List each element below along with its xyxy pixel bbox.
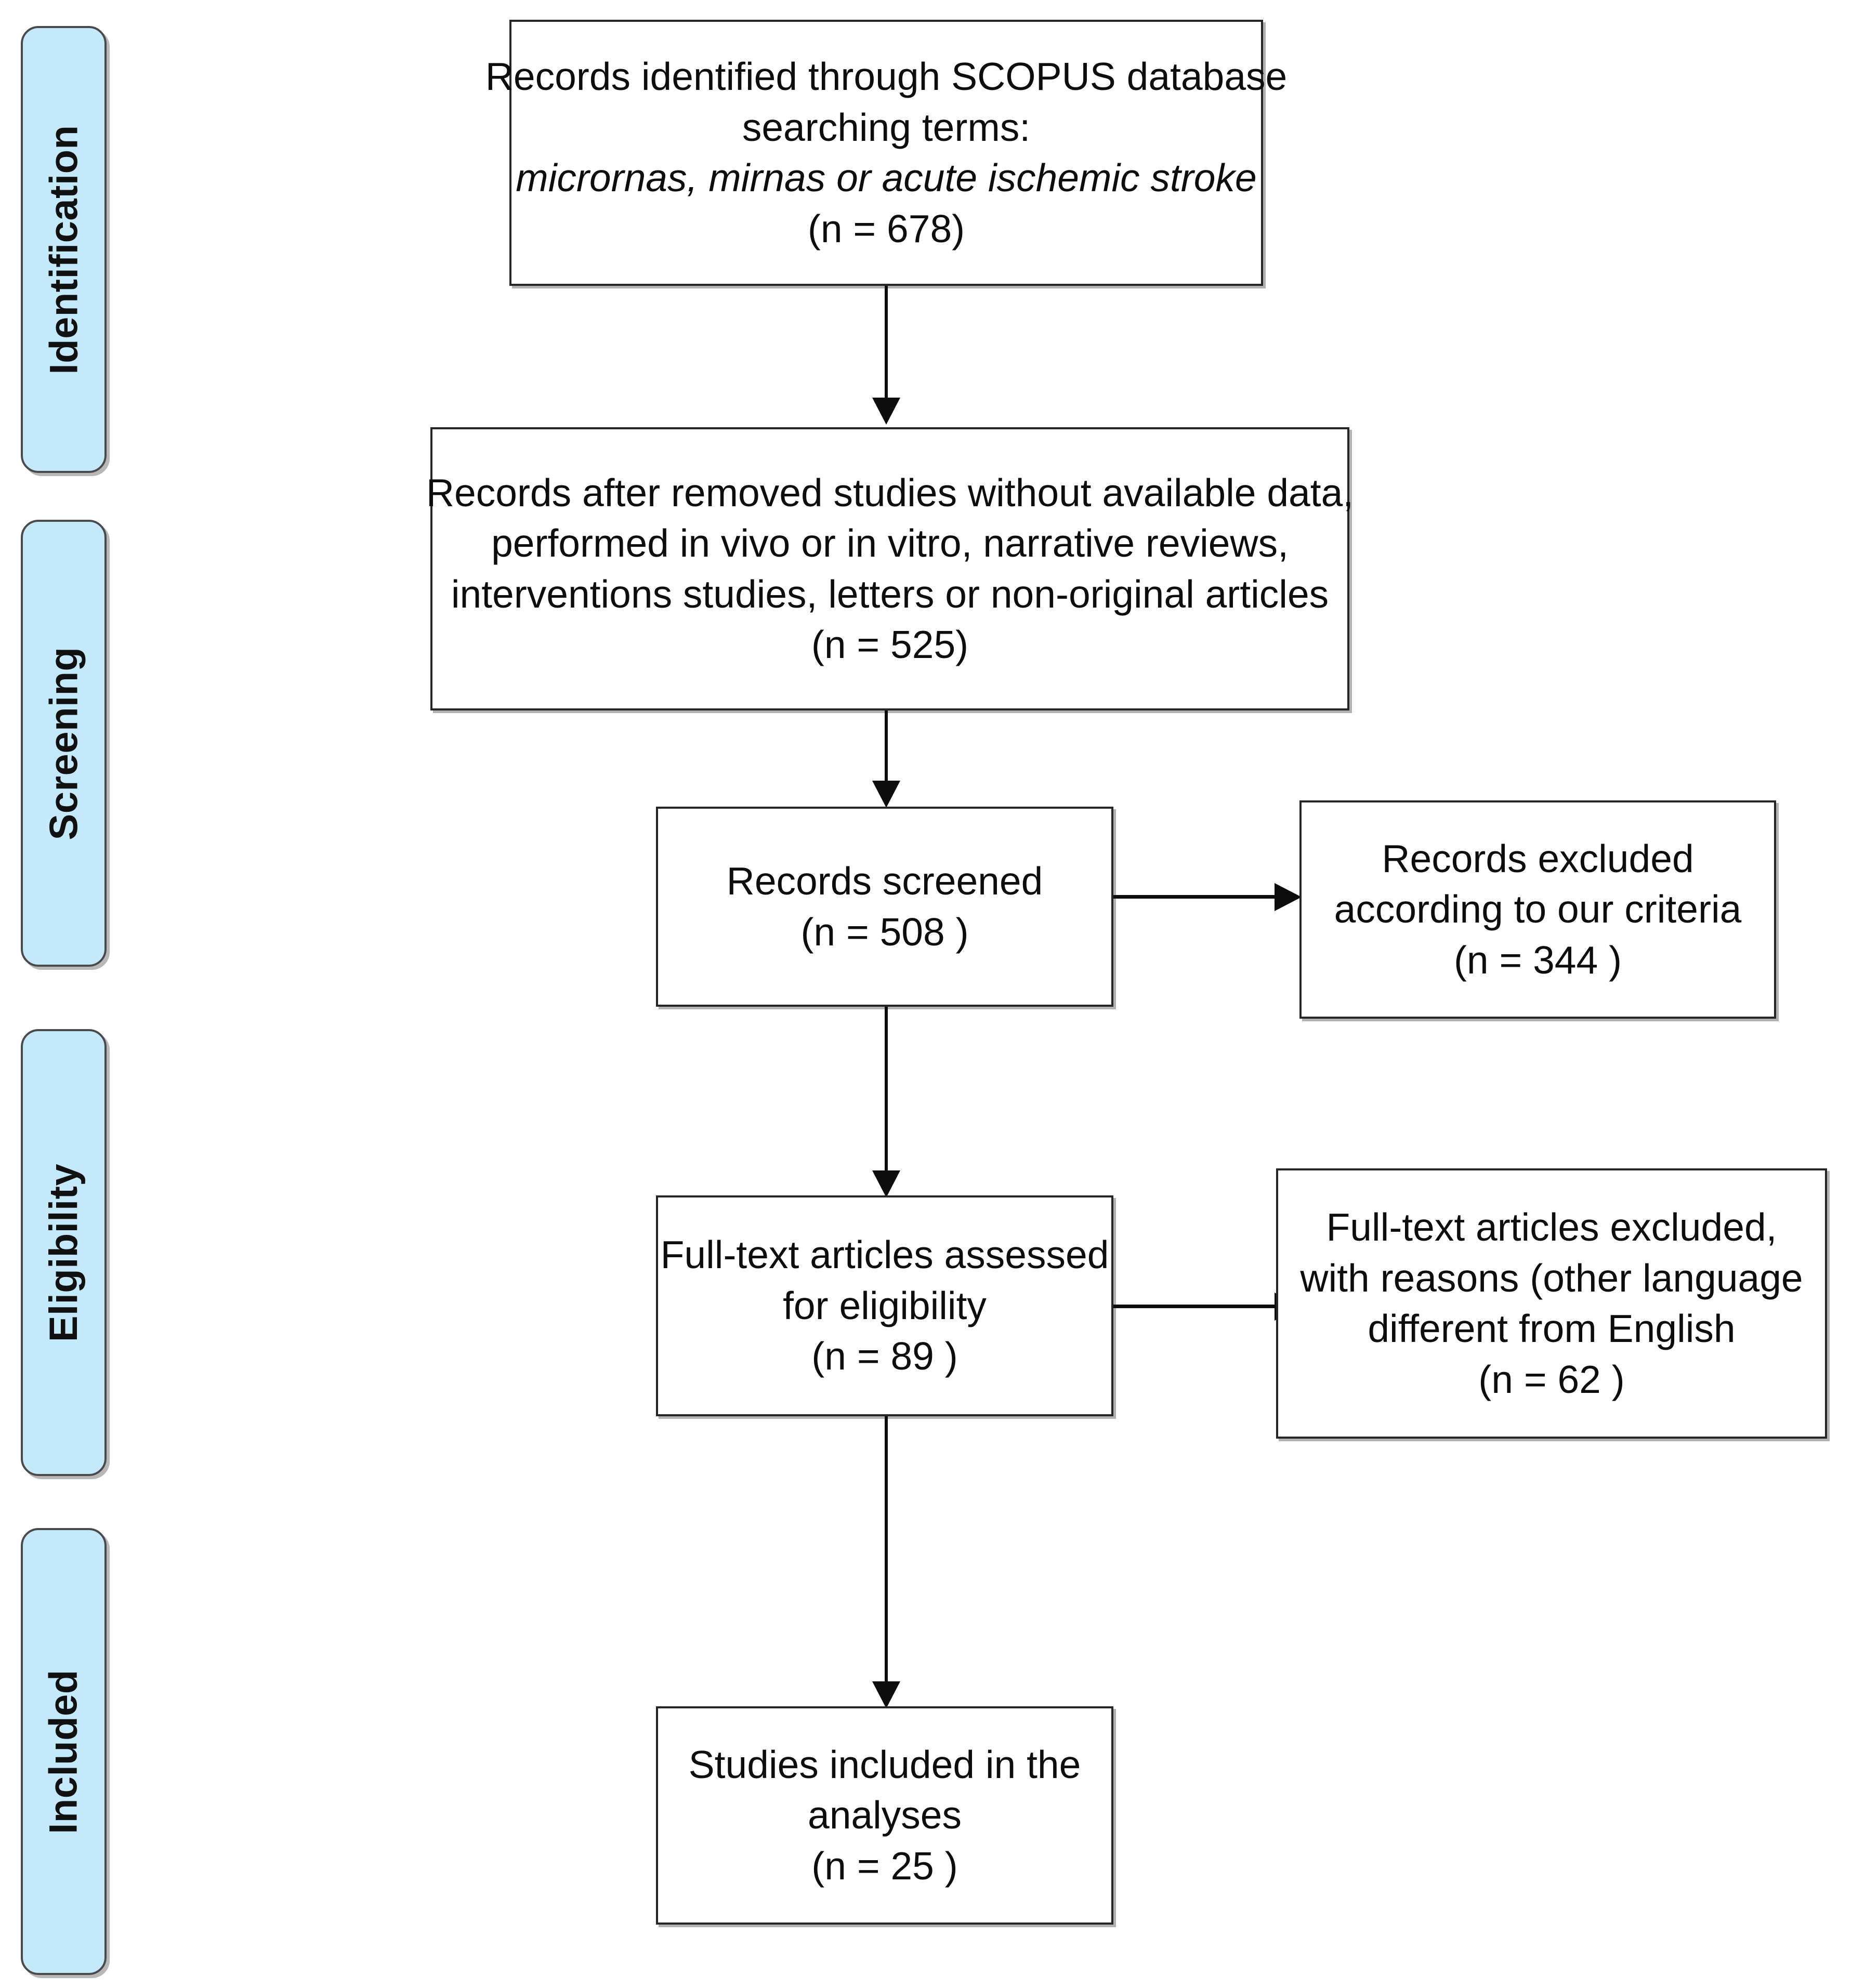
- records-after-removed-line-2: performed in vivo or in vitro, narrative…: [491, 521, 1289, 565]
- arrow-identified-to-afterremoved: [872, 398, 900, 425]
- connector-identified-to-afterremoved: [885, 286, 888, 398]
- records-screened-count: (n = 508 ): [800, 910, 969, 954]
- arrow-screened-to-excluded: [1275, 883, 1302, 911]
- records-excluded-line-2: according to our criteria: [1334, 887, 1742, 931]
- fulltext-assessed-line-1: Full-text articles assessed: [660, 1233, 1109, 1277]
- fulltext-excluded-line-3: different from English: [1368, 1307, 1736, 1350]
- box-fulltext-assessed: Full-text articles assessed for eligibil…: [656, 1195, 1113, 1416]
- records-screened-label: Records screened: [726, 859, 1043, 903]
- records-after-removed-count: (n = 525): [811, 623, 969, 666]
- stage-label-eligibility: Eligibility: [42, 1163, 86, 1342]
- connector-afterremoved-to-screened: [885, 710, 888, 781]
- records-after-removed-line-1: Records after removed studies without av…: [426, 470, 1354, 515]
- studies-included-line-2: analyses: [807, 1793, 962, 1837]
- arrow-afterremoved-to-screened: [872, 781, 900, 808]
- records-identified-count: (n = 678): [807, 206, 965, 251]
- records-excluded-count: (n = 344 ): [1453, 938, 1622, 982]
- arrow-fulltext-to-included: [872, 1681, 900, 1708]
- stage-label-included: Included: [42, 1669, 86, 1834]
- arrow-screened-to-fulltext: [872, 1170, 900, 1197]
- connector-screened-to-excluded: [1113, 895, 1275, 899]
- records-after-removed-line-3: interventions studies, letters or non-or…: [451, 572, 1329, 616]
- records-identified-search-terms: micrornas, mirnas or acute ischemic stro…: [516, 156, 1257, 200]
- connector-fulltext-to-included: [885, 1416, 888, 1681]
- fulltext-assessed-count: (n = 89 ): [811, 1334, 958, 1378]
- box-records-screened: Records screened (n = 508 ): [656, 807, 1113, 1007]
- records-identified-line-2: searching terms:: [742, 105, 1031, 149]
- fulltext-excluded-count: (n = 62 ): [1478, 1357, 1625, 1401]
- box-fulltext-excluded: Full-text articles excluded, with reason…: [1276, 1168, 1827, 1439]
- studies-included-line-1: Studies included in the: [688, 1742, 1081, 1786]
- stage-pill-included: Included: [21, 1528, 107, 1975]
- stage-pill-screening: Screening: [21, 520, 107, 967]
- fulltext-excluded-line-1: Full-text articles excluded,: [1326, 1205, 1777, 1249]
- stage-pill-eligibility: Eligibility: [21, 1029, 107, 1476]
- box-records-excluded: Records excluded according to our criter…: [1299, 800, 1776, 1019]
- studies-included-count: (n = 25 ): [811, 1844, 958, 1888]
- stage-label-screening: Screening: [42, 647, 86, 840]
- box-studies-included: Studies included in the analyses (n = 25…: [656, 1706, 1113, 1925]
- box-records-identified: Records identified through SCOPUS databa…: [485, 20, 1287, 286]
- fulltext-assessed-line-2: for eligibility: [783, 1283, 987, 1327]
- stage-label-identification: Identification: [42, 125, 86, 374]
- stage-pill-identification: Identification: [21, 26, 107, 473]
- connector-fulltext-to-excluded: [1113, 1305, 1275, 1308]
- records-identified-line-1: Records identified through SCOPUS databa…: [485, 55, 1288, 98]
- records-excluded-line-1: Records excluded: [1382, 836, 1694, 880]
- box-records-after-removed: Records after removed studies without av…: [426, 427, 1354, 710]
- fulltext-excluded-line-2: with reasons (other language: [1300, 1256, 1803, 1300]
- connector-screened-to-fulltext: [885, 1007, 888, 1170]
